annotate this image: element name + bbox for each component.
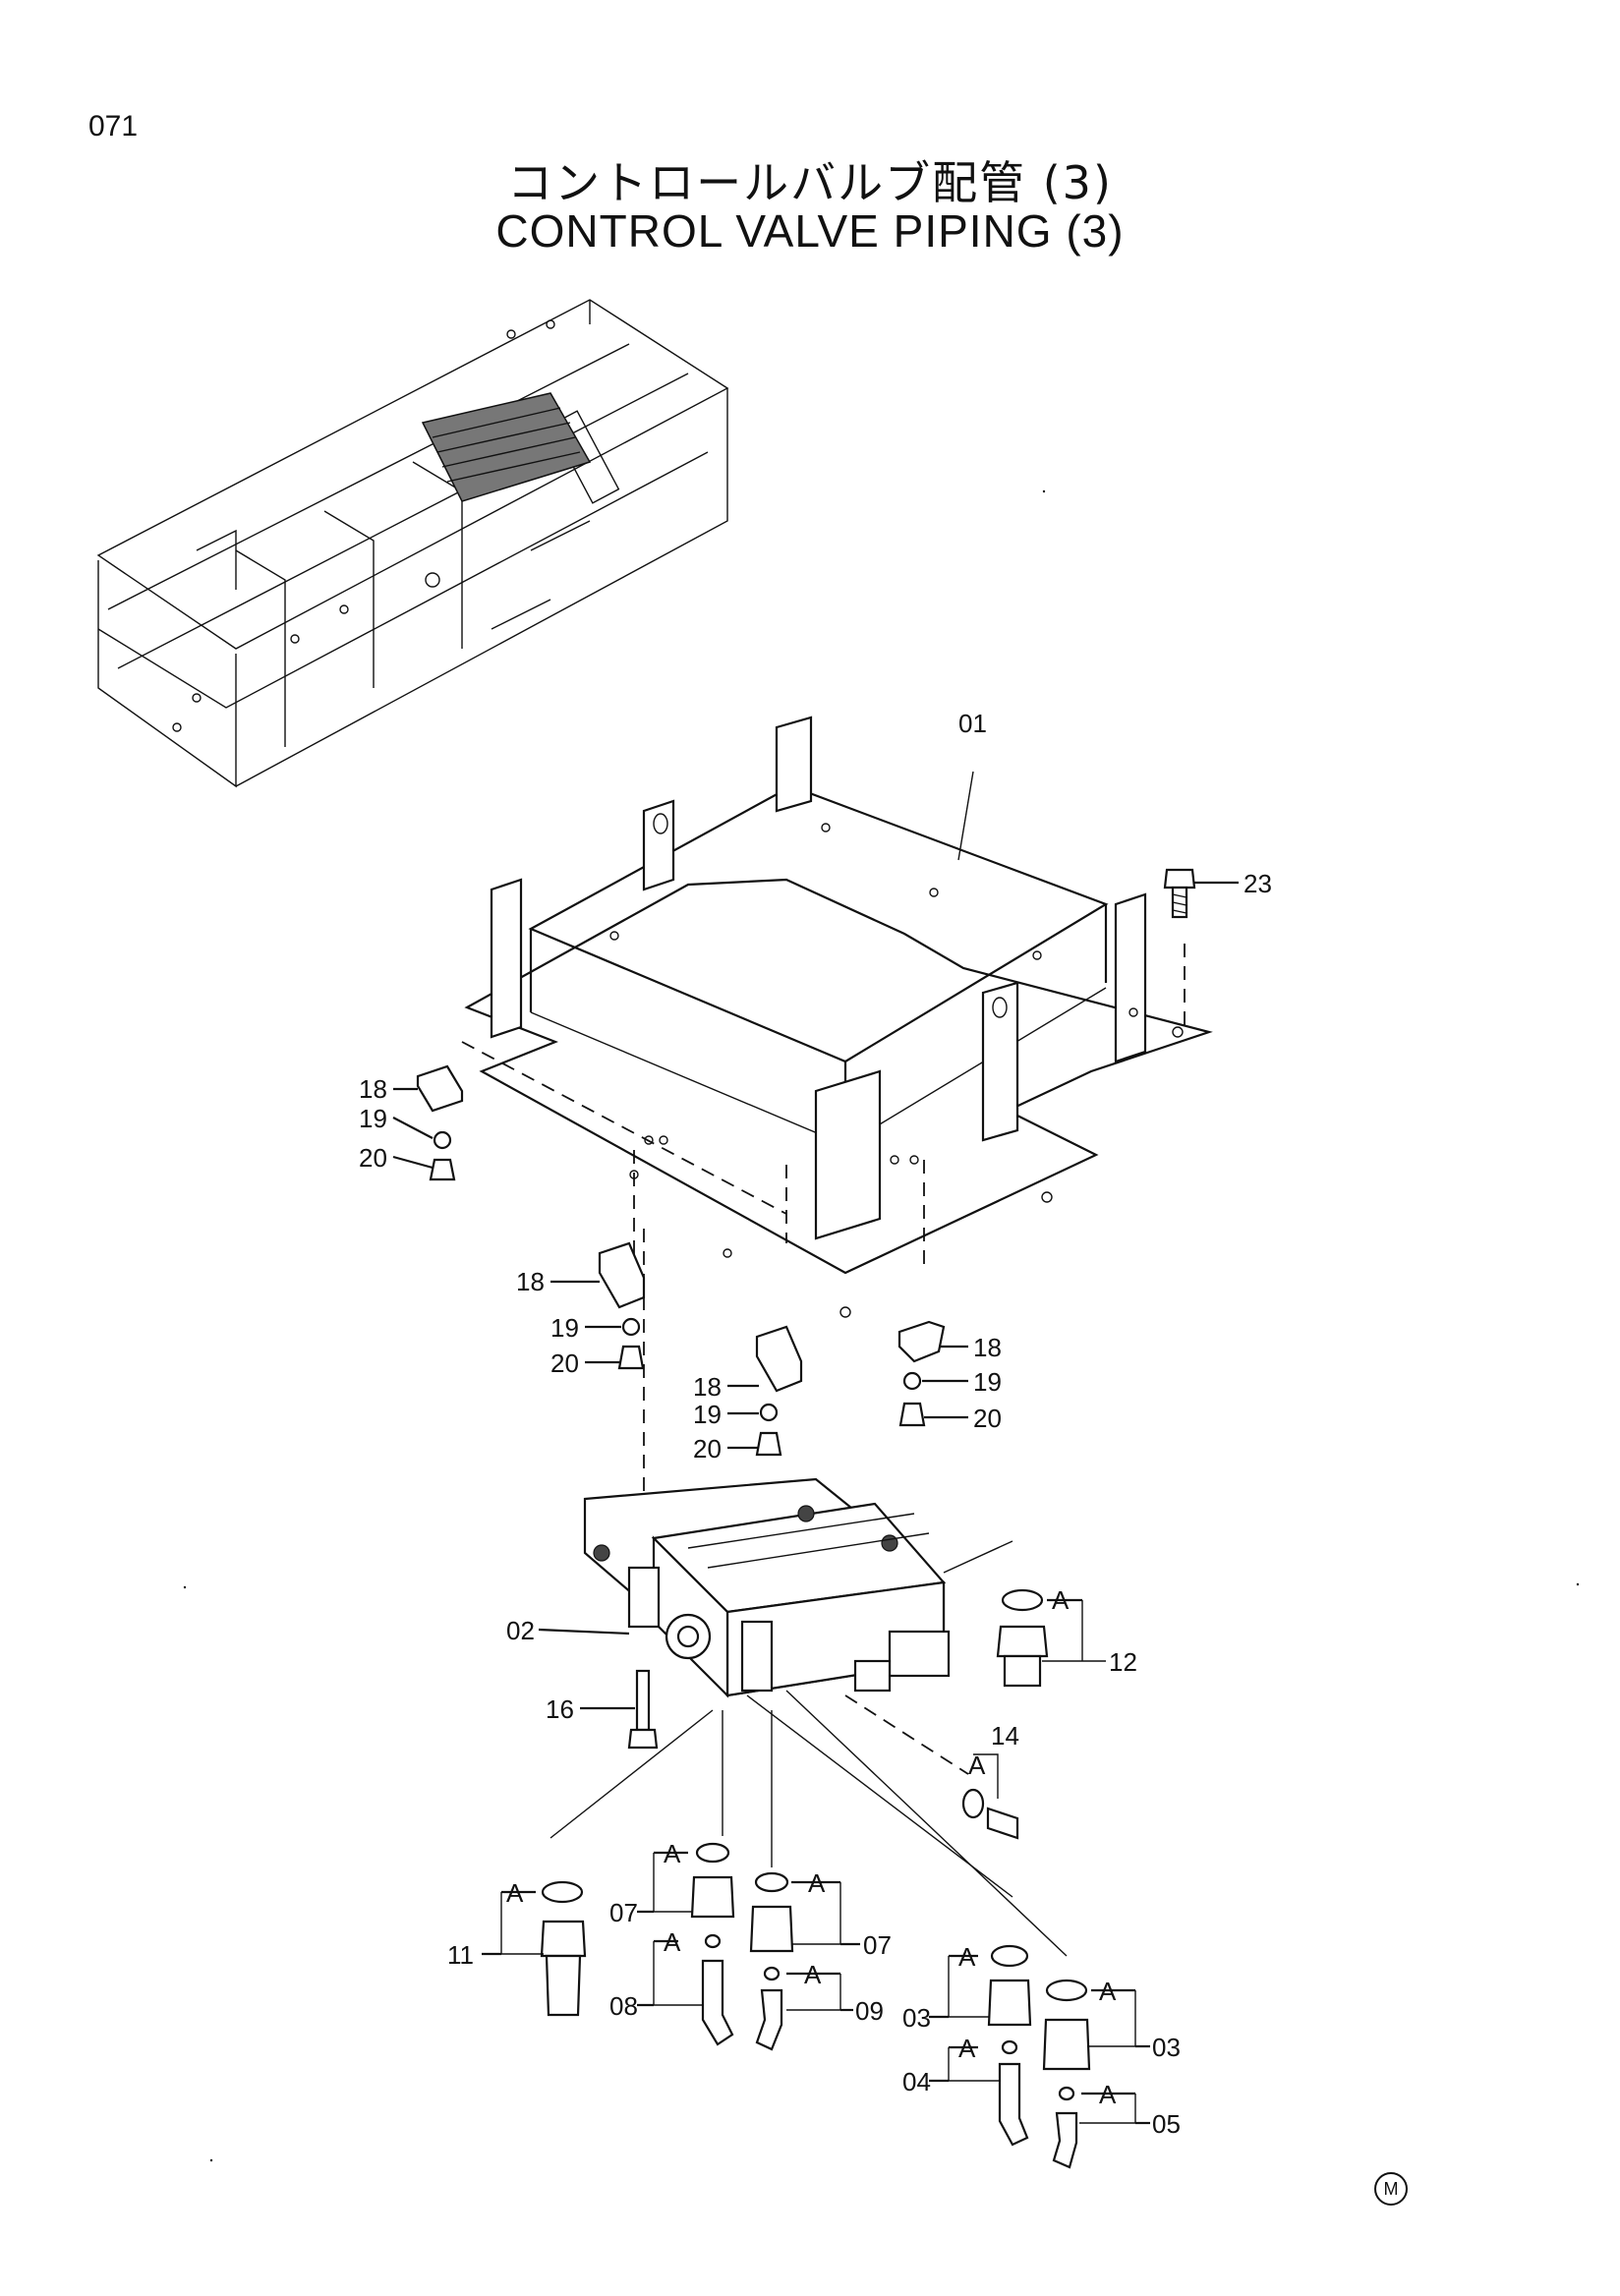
control-valve xyxy=(583,1229,951,1698)
seal-label: A xyxy=(1099,2080,1117,2109)
title-english: CONTROL VALVE PIPING (3) xyxy=(495,205,1125,257)
callout-03: 03 xyxy=(902,2003,931,2033)
callout-20: 20 xyxy=(973,1404,1002,1433)
fitting-08 xyxy=(637,1933,734,2046)
fitting-11 xyxy=(482,1880,587,2017)
callout-05: 05 xyxy=(1152,2109,1181,2139)
callout-18: 18 xyxy=(693,1372,722,1402)
bolt-23 xyxy=(1163,868,1239,919)
callout-11: 11 xyxy=(447,1940,474,1970)
fitting-05 xyxy=(1052,2086,1150,2169)
manufacturer-mark: M xyxy=(1374,2172,1408,2206)
fitting-03-left xyxy=(929,1944,1032,2027)
callout-01: 01 xyxy=(958,709,987,738)
control-valve-location-highlight xyxy=(421,392,592,502)
callout-20: 20 xyxy=(359,1143,387,1173)
callout-16: 16 xyxy=(546,1694,574,1724)
seal-label: A xyxy=(968,1751,986,1780)
callout-12: 12 xyxy=(1109,1647,1137,1677)
seal-label: A xyxy=(958,1942,976,1972)
seal-label: A xyxy=(958,2034,976,2063)
callout-20: 20 xyxy=(693,1434,722,1464)
fitting-07-left xyxy=(637,1842,735,1919)
frame-overview xyxy=(96,299,729,788)
callout-04: 04 xyxy=(902,2067,931,2096)
callout-07: 07 xyxy=(863,1930,892,1960)
seal-label: A xyxy=(804,1960,822,1989)
callout-19: 19 xyxy=(693,1400,722,1429)
seal-label: A xyxy=(664,1927,681,1957)
seal-label: A xyxy=(664,1839,681,1868)
callout-19: 19 xyxy=(359,1104,387,1133)
fitting-09 xyxy=(755,1966,853,2051)
page-number: 071 xyxy=(88,110,139,143)
callout-02: 02 xyxy=(506,1616,535,1645)
seal-label: A xyxy=(1099,1977,1117,2006)
callout-23: 23 xyxy=(1244,869,1272,898)
bracket-group-right xyxy=(897,1320,968,1427)
fitting-03-right xyxy=(1042,1979,1150,2071)
bracket-group-left xyxy=(392,1064,464,1181)
seal-label: A xyxy=(808,1868,826,1898)
fitting-07-center xyxy=(749,1871,860,1953)
callout-03: 03 xyxy=(1152,2033,1181,2062)
callout-20: 20 xyxy=(550,1349,579,1378)
bolt-16 xyxy=(580,1669,659,1750)
seal-label: A xyxy=(506,1878,524,1908)
fitting-04 xyxy=(929,2039,1029,2147)
fitting-12 xyxy=(996,1588,1106,1688)
mounting-plate-assembly xyxy=(461,716,1213,1318)
callout-18: 18 xyxy=(973,1333,1002,1362)
callout-18: 18 xyxy=(516,1267,545,1296)
title-japanese: コントロールバルブ配管 (3) xyxy=(507,156,1113,209)
seal-label: A xyxy=(1052,1585,1070,1615)
callout-19: 19 xyxy=(973,1367,1002,1397)
bracket-group-center xyxy=(727,1325,803,1457)
callout-19: 19 xyxy=(550,1313,579,1343)
callout-14: 14 xyxy=(991,1721,1019,1751)
fitting-14 xyxy=(961,1753,1019,1840)
callout-18: 18 xyxy=(359,1074,387,1104)
callout-09: 09 xyxy=(855,1996,884,2026)
callout-07: 07 xyxy=(609,1898,638,1927)
callout-08: 08 xyxy=(609,1991,638,2021)
